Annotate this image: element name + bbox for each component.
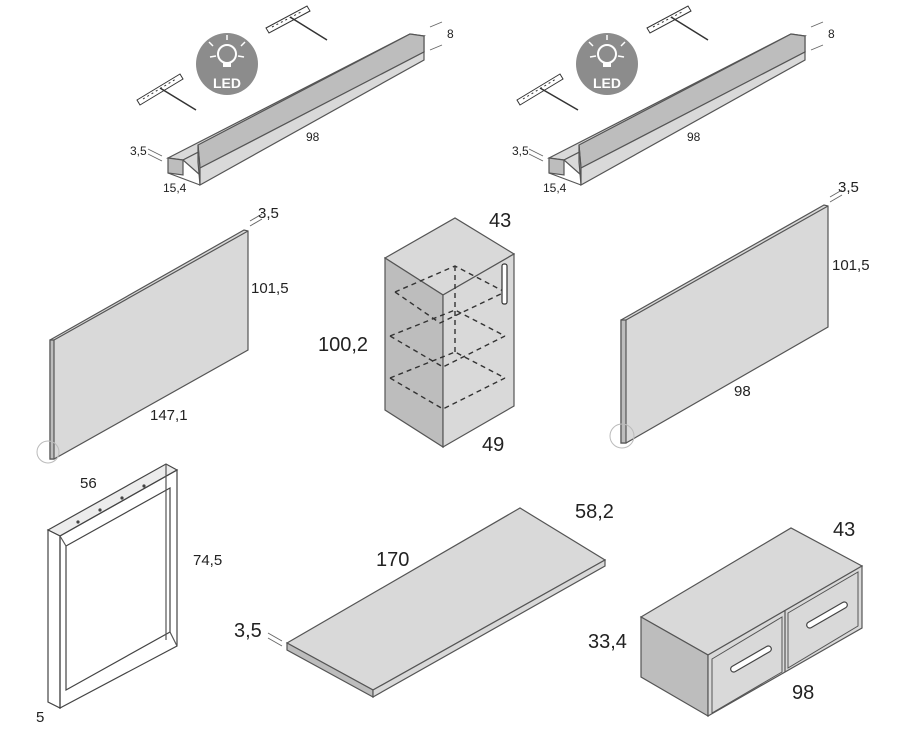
led-badge-icon: LED [196,33,258,95]
shelf-left-depth: 15,4 [163,181,187,195]
wall-panel-left: 3,5 101,5 147,1 [36,205,289,464]
cabinet-height: 100,2 [318,334,368,356]
desk-top-depth: 58,2 [575,501,614,523]
shelf-right-depth: 15,4 [543,181,567,195]
cabinet-width: 49 [482,434,504,456]
shelf-left-length: 98 [306,130,320,144]
bracket-icon [136,73,197,111]
shelf-left-thickness: 3,5 [130,144,147,158]
leg-frame-profile: 5 [36,709,44,726]
shelf-body [547,33,807,187]
drawer-unit-depth: 43 [833,519,855,541]
leg-frame-width: 56 [80,475,97,492]
panel-left-width: 147,1 [150,407,188,424]
cabinet-handle [501,263,508,305]
shelf-right-length: 98 [687,130,701,144]
desk-top: 170 58,2 3,5 [234,501,614,699]
panel-right-width: 98 [734,383,751,400]
led-label: LED [213,75,241,91]
panel-right-thickness: 3,5 [838,179,859,196]
shelf-right-thickness: 3,5 [512,144,529,158]
cabinet-depth: 43 [489,210,511,232]
drawer-handle [806,601,848,629]
drawer-handle [730,645,772,673]
led-badge-icon: LED [576,33,638,95]
shelf-body [166,33,426,187]
desk-top-thickness: 3,5 [234,620,262,642]
shelf-right-height: 8 [828,27,835,41]
led-shelf-left: LED 3,5 15,4 98 8 [130,5,454,195]
bracket-icon [516,73,579,111]
drawer-unit-height: 33,4 [588,631,627,653]
panel-left-thickness: 3,5 [258,205,279,222]
bracket-icon [265,5,328,41]
panel-left-height: 101,5 [251,280,289,297]
wall-panel-right: 3,5 101,5 98 [609,179,870,449]
shelf-left-height: 8 [447,27,454,41]
drawer-unit: 43 33,4 98 [588,519,864,718]
cabinet: 43 100,2 49 [318,210,516,456]
leg-frame: 56 74,5 5 [36,463,222,726]
led-label: LED [593,75,621,91]
led-shelf-right: LED 3,5 15,4 98 8 [512,5,835,195]
panel-right-height: 101,5 [832,257,870,274]
bracket-icon [646,5,709,41]
desk-top-length: 170 [376,549,409,571]
leg-frame-height: 74,5 [193,552,222,569]
drawer-unit-width: 98 [792,682,814,704]
